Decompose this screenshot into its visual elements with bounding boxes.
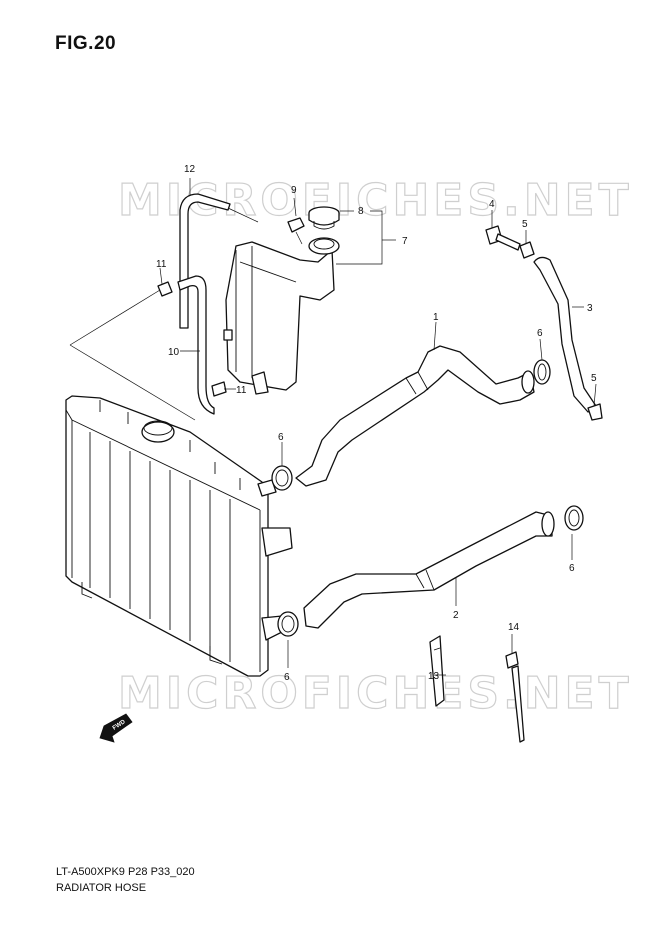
- callout-11-upper: 11: [156, 259, 167, 270]
- callout-14: 14: [508, 622, 520, 633]
- bolt-9: [287, 217, 305, 245]
- callout-3: 3: [587, 303, 593, 314]
- callout-6-lower-right: 6: [569, 563, 575, 574]
- cable-tie-14: [505, 651, 525, 743]
- fitting-4: [485, 225, 521, 251]
- callout-6-lower-left: 6: [284, 672, 290, 683]
- callout-10: 10: [168, 347, 180, 358]
- hose-2: [303, 511, 555, 629]
- reservoir-cap: [308, 206, 340, 230]
- callout-11-lower: 11: [236, 385, 247, 396]
- callout-2: 2: [453, 610, 459, 621]
- callout-5-upper: 5: [522, 219, 528, 230]
- figure-title: FIG.20: [55, 33, 117, 54]
- model-code: LT-A500XPK9 P28 P33_020: [56, 866, 195, 878]
- clamp-6-lower-left: [277, 611, 299, 637]
- clamp-6-lower-right: [564, 505, 584, 531]
- callout-6-upper-left: 6: [278, 432, 284, 443]
- forward-arrow-icon: FWD: [99, 713, 133, 743]
- callout-8: 8: [358, 206, 364, 217]
- section-name: RADIATOR HOSE: [56, 882, 147, 894]
- clamp-5-upper: [519, 241, 535, 259]
- clamp-6-upper-right: [533, 359, 551, 385]
- callout-7: 7: [402, 236, 408, 247]
- reference-lines: [69, 289, 196, 421]
- hose-3: [533, 256, 597, 413]
- callout-9: 9: [291, 185, 297, 196]
- callout-13: 13: [428, 671, 440, 682]
- leader-lines: [159, 178, 597, 676]
- callout-12: 12: [184, 164, 196, 175]
- callout-6-upper-right: 6: [537, 328, 543, 339]
- callout-1: 1: [433, 312, 439, 323]
- clamp-5-lower: [587, 403, 603, 421]
- hose-1: [295, 345, 535, 487]
- callout-4: 4: [489, 199, 495, 210]
- reservoir-tank: [223, 237, 340, 395]
- radiator: [65, 395, 293, 677]
- clamp-11-upper: [157, 281, 173, 297]
- holder-13: [429, 635, 445, 707]
- overflow-hose: [179, 193, 259, 329]
- clamp-6-upper-left: [271, 465, 293, 491]
- breather-hose: [177, 275, 215, 415]
- callout-5-lower: 5: [591, 373, 597, 384]
- callouts: 12 9 8 7 11 10 11 1 4 5 3 5 6 6 6 2 6 14…: [156, 164, 597, 683]
- watermark-bottom: MICROFICHES.NET: [118, 668, 633, 719]
- clamp-11-lower: [211, 381, 227, 397]
